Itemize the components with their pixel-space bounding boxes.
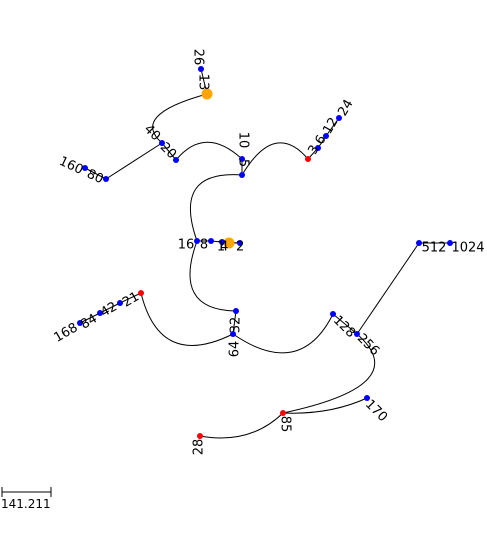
edge-n21-n42	[119, 292, 142, 304]
node-label-64: 64	[228, 341, 243, 358]
node-1	[223, 237, 235, 249]
node-label-32: 32	[229, 317, 244, 334]
node-256	[354, 331, 360, 337]
node-64	[230, 331, 236, 337]
node-85	[280, 410, 286, 416]
edge-n84-n168	[79, 312, 101, 324]
node-12	[323, 133, 329, 139]
node-8	[208, 238, 214, 244]
node-10	[239, 156, 245, 162]
edge-layer	[79, 68, 450, 439]
node-24	[336, 115, 342, 121]
node-26	[198, 66, 204, 72]
node-label-28: 28	[192, 439, 207, 456]
node-20	[173, 157, 179, 163]
edge-n10-n20	[175, 141, 243, 161]
node-1024	[447, 240, 453, 246]
edge-n256-n85	[282, 333, 376, 414]
node-512	[416, 240, 422, 246]
edge-n128-n256	[332, 313, 358, 335]
edge-n85-n170	[282, 397, 368, 414]
scale-bar: 141.211	[1, 487, 52, 511]
node-label-170: 170	[362, 397, 390, 425]
node-label-5: 5	[236, 159, 251, 167]
edge-n256-n512	[356, 242, 420, 335]
node-label-1024: 1024	[451, 241, 484, 256]
node-label-128: 128	[330, 313, 358, 341]
node-label-1: 1	[217, 240, 225, 255]
node-label-84: 84	[78, 311, 100, 332]
node-5	[239, 172, 245, 178]
node-84	[97, 310, 103, 316]
node-label-168: 168	[51, 320, 80, 345]
node-3	[305, 156, 311, 162]
node-label-42: 42	[98, 299, 120, 320]
node-label-12: 12	[320, 115, 341, 137]
node-128	[330, 311, 336, 317]
node-label-10: 10	[236, 132, 251, 149]
node-170	[364, 395, 370, 401]
edge-n16-n32	[189, 240, 237, 312]
node-21	[138, 290, 144, 296]
node-label-80: 80	[84, 167, 105, 188]
node-label-24: 24	[335, 97, 356, 119]
edge-n40-n80	[105, 142, 163, 180]
node-label-8: 8	[200, 238, 208, 253]
edge-n12-n24	[325, 117, 340, 137]
edge-n20-n40	[161, 142, 177, 161]
edge-n5-n3	[241, 142, 309, 176]
node-2	[237, 240, 243, 246]
node-80	[103, 176, 109, 182]
edge-n42-n84	[99, 302, 121, 314]
node-layer	[77, 66, 453, 439]
node-16	[194, 238, 200, 244]
node-32	[233, 308, 239, 314]
node-4	[219, 239, 225, 245]
edge-n32-n64	[232, 310, 237, 335]
node-label-26: 26	[191, 49, 206, 66]
node-160	[82, 165, 88, 171]
node-label-160: 160	[57, 154, 86, 178]
edge-n80-n160	[84, 167, 107, 180]
edge-n64-n128	[232, 313, 334, 354]
node-label-16: 16	[178, 238, 195, 253]
edge-n64-n21	[140, 292, 234, 346]
node-13	[201, 88, 213, 100]
scale-bar-label: 141.211	[1, 497, 51, 511]
node-label-2: 2	[236, 240, 244, 255]
node-label-13: 13	[196, 74, 211, 91]
node-42	[117, 300, 123, 306]
node-label-85: 85	[278, 416, 293, 433]
node-6	[315, 145, 321, 151]
node-168	[77, 320, 83, 326]
edge-n85-n28	[199, 412, 284, 439]
edge-n40-n13	[152, 93, 208, 144]
edge-n16-n5	[189, 174, 243, 242]
node-40	[159, 140, 165, 146]
node-28	[197, 433, 203, 439]
node-label-21: 21	[120, 289, 142, 310]
node-label-4: 4	[220, 240, 228, 255]
node-label-512: 512	[422, 241, 447, 256]
